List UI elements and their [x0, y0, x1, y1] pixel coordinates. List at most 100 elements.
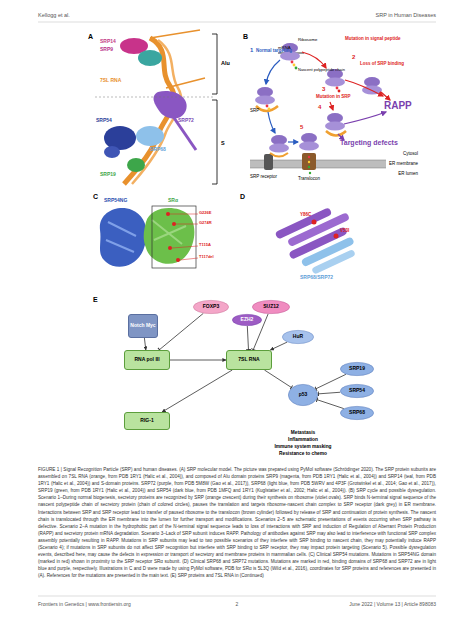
srp-cycle-schematic [269, 144, 289, 153]
srp-molecular-model [127, 158, 145, 172]
inhibition-connector [318, 392, 340, 394]
running-text: SRP in Human Diseases [376, 12, 436, 18]
protein-oval: SRP68 [340, 406, 374, 420]
srp-cycle-schematic [293, 64, 296, 67]
running-text: June 2022 | Volume 13 | Article 898083 [349, 602, 436, 608]
footer-rule [38, 596, 436, 597]
figure-label: Alu [221, 60, 230, 66]
srp-cycle-schematic [295, 67, 298, 70]
srp54-structure [100, 206, 198, 268]
figure-label: Loss of SRP binding [360, 61, 404, 66]
running-text: 2 [236, 602, 239, 608]
srp68-srp72-structure [312, 220, 317, 225]
srp54-structure [106, 222, 136, 252]
node-text: SUZ12 [263, 304, 279, 310]
node-text: SRP68 [349, 410, 365, 416]
srp-molecular-model [212, 34, 217, 184]
srp-cycle-schematic [302, 52, 326, 68]
figure-label: SRP68 [150, 147, 166, 153]
figure-label: 1 [250, 47, 253, 54]
figure-label: Nascent polypeptide chain [298, 68, 345, 73]
srp-molecular-model [104, 126, 136, 150]
srp-cycle-schematic [291, 61, 294, 64]
protein-oval: HuR [282, 330, 314, 344]
srp-cycle-schematic [336, 87, 339, 90]
figure-label: S [221, 140, 225, 146]
srp-cycle-schematic [325, 78, 345, 87]
srp-cycle-schematic [264, 154, 273, 170]
figure-label: Mutation in SRP [316, 94, 351, 99]
oval-outline [193, 300, 228, 313]
oval-outline [340, 384, 373, 397]
figure-label: Targeting defects [340, 139, 398, 147]
srp-cycle-schematic [381, 92, 390, 100]
srp68-srp72-structure [275, 201, 365, 282]
figure-label: SRP [250, 108, 259, 113]
figure-label: Inflammation [288, 437, 318, 443]
figure-label: 3 [322, 86, 325, 93]
srp54-structure [166, 212, 170, 216]
protein-oval: FOXP3 [193, 300, 229, 314]
figure-label: A [88, 33, 93, 41]
figure-label: Ribosome [298, 38, 317, 43]
figure-label: 2 [352, 54, 355, 61]
srp54-structure [176, 258, 180, 262]
node-text: Notch Myc [130, 323, 155, 329]
figure-label: SRP54 [96, 118, 112, 124]
srp-molecular-model [136, 126, 164, 146]
oval-outline [340, 406, 373, 419]
figure-label: 5 [300, 124, 303, 131]
srp54-structure [168, 246, 172, 250]
figure-label: Immune system masking [274, 444, 331, 450]
node-text: FOXP3 [203, 304, 219, 310]
node-text: SRP19 [349, 366, 365, 372]
protein-oval: SUZ12 [252, 300, 290, 314]
oval-outline [232, 314, 261, 325]
figure-label: B [243, 33, 248, 41]
figure-label: V53I [340, 228, 349, 233]
activation-arrow [144, 338, 145, 350]
figure-label: Cytosol [403, 151, 418, 156]
figure-label: SRP54NG [104, 198, 127, 204]
srp-cycle-schematic [344, 112, 386, 124]
figure-label: Metastasis [291, 430, 316, 436]
protein-oval: SRP54 [340, 384, 374, 398]
figure-label: SRP9 [100, 47, 113, 53]
srp-molecular-model [104, 146, 120, 158]
figure-label: 7SL RNA [100, 78, 121, 84]
gene-box: RNA pol III [124, 350, 170, 370]
figure-label: ER lumen [398, 171, 418, 176]
gene-box: 7SL RNA [226, 350, 272, 370]
node-text: HuR [293, 334, 303, 340]
srp-cycle-schematic [302, 153, 316, 170]
figure-label: RAPP [384, 100, 412, 112]
header-rule [38, 22, 436, 23]
srp-cycle-schematic [288, 141, 298, 142]
srp54-structure [152, 206, 196, 268]
protein-oval: EZH2 [232, 314, 262, 326]
srp68-srp72-structure [334, 234, 339, 239]
srp-cycle-schematic [266, 105, 269, 108]
inhibition-connector [316, 374, 346, 389]
node-text: EZH2 [241, 317, 254, 323]
figure-label: ER membrane [389, 161, 418, 166]
figure-label: SRα [168, 198, 178, 204]
activation-arrow [162, 370, 232, 412]
figure-label: SRP68/SRP72 [300, 275, 333, 281]
figure-label: C [93, 193, 98, 201]
srp-cycle-schematic [270, 153, 288, 157]
figure-label: T117del [199, 255, 214, 260]
inhibition-connector [247, 326, 248, 350]
node-text: p53 [299, 392, 308, 398]
gene-box: Notch Myc [128, 314, 158, 338]
oval-outline [252, 300, 289, 313]
figure-label: Y86C [300, 212, 311, 217]
figure-label: 4 [318, 104, 321, 111]
figure-label: SRP19 [100, 172, 116, 178]
running-text: Kellogg et al. [38, 12, 70, 18]
running-text: Frontiers in Genetics | www.frontiersin.… [38, 602, 131, 608]
srp-cycle-schematic [345, 80, 383, 96]
inhibition-connector [264, 370, 291, 388]
node-text: 7SL RNA [238, 357, 259, 363]
